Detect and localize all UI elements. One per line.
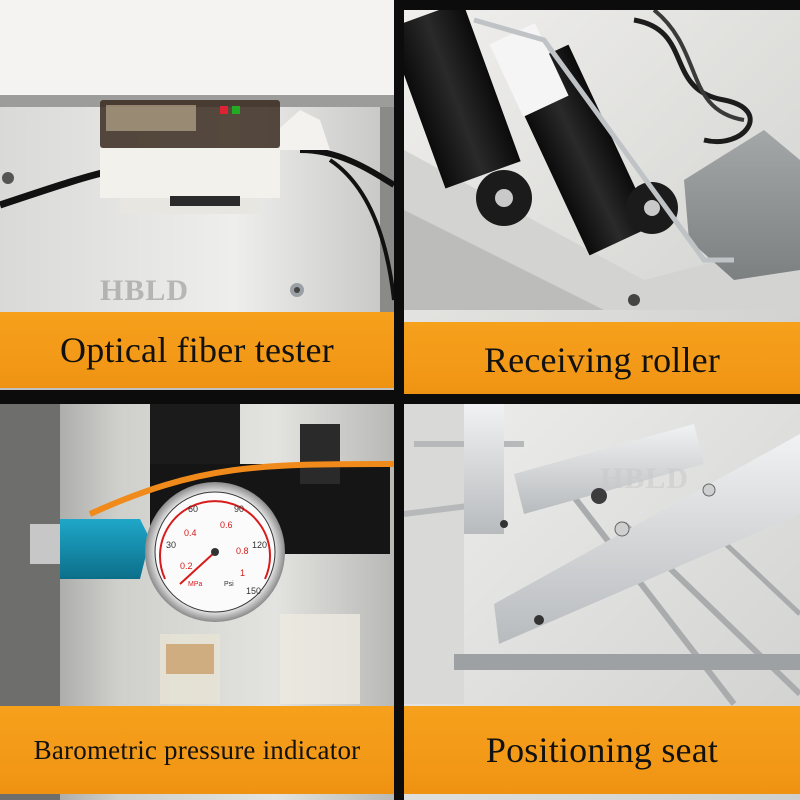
gauge-outer-tick: 150 — [246, 586, 261, 596]
gauge-inner-tick: 0.2 — [180, 561, 193, 571]
watermark-text: HBLD — [600, 462, 690, 495]
gauge-inner-tick: 0.6 — [220, 520, 233, 530]
gauge-inner-tick: 1 — [240, 568, 245, 578]
caption-receiving-roller: Receiving roller — [483, 340, 721, 380]
caption-banner: Positioning seat — [404, 706, 800, 794]
caption-optical-fiber-tester: Optical fiber tester — [60, 330, 334, 370]
fiber-sensor-photo — [0, 0, 394, 390]
gauge-units-psi: Psi — [224, 581, 234, 588]
caption-banner: Receiving roller — [404, 322, 800, 394]
caption-banner: Barometric pressure indicator — [0, 706, 394, 794]
tile-optical-fiber-tester: HBLD Optical fiber tester — [0, 0, 394, 390]
gauge-inner-tick: 0.4 — [184, 528, 197, 538]
caption-banner: Optical fiber tester — [0, 312, 394, 388]
gauge-inner-tick: 0.8 — [236, 546, 249, 556]
watermark-text: HBLD — [100, 274, 190, 307]
tile-receiving-roller: Receiving roller — [404, 10, 800, 394]
gauge-outer-tick: 90 — [234, 504, 244, 514]
gauge-outer-tick: 30 — [166, 540, 176, 550]
caption-barometric-pressure-indicator: Barometric pressure indicator — [33, 734, 361, 765]
gauge-outer-tick: 60 — [188, 504, 198, 514]
tile-positioning-seat: HBLD Positioning seat — [404, 404, 800, 800]
gauge-units-mpa: MPa — [188, 581, 203, 588]
tile-barometric-pressure-indicator: 30 60 90 120 150 0.2 0.4 0.6 0.8 1 MPa P… — [0, 404, 394, 800]
gauge-outer-tick: 120 — [252, 540, 267, 550]
caption-positioning-seat: Positioning seat — [485, 730, 719, 770]
